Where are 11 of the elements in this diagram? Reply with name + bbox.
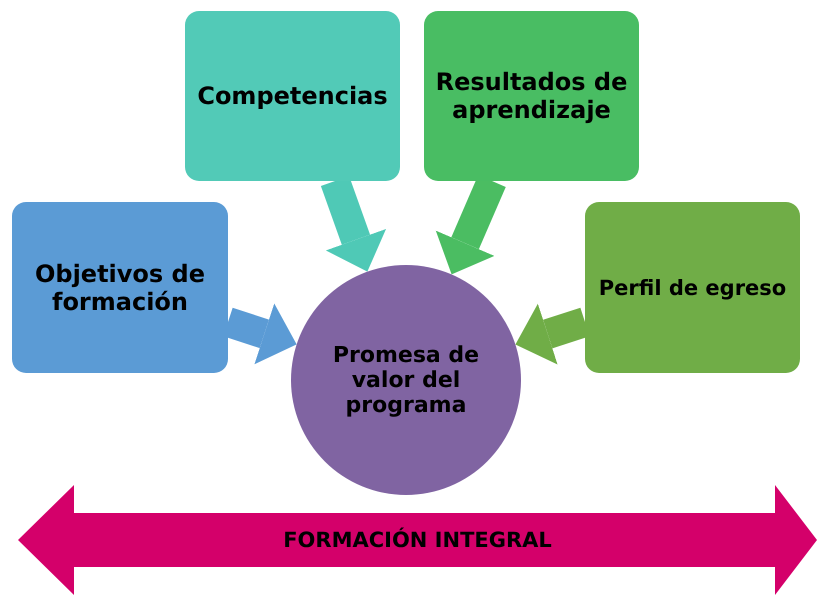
- node-label: Competencias: [197, 82, 388, 110]
- node-label: Perfil de egreso: [598, 276, 786, 300]
- process-box: [585, 202, 800, 373]
- double-arrow-band: [18, 485, 817, 595]
- node-label: Objetivos de formación: [34, 260, 206, 316]
- node-label: FORMACIÓN INTEGRAL: [283, 528, 552, 552]
- process-box: [185, 11, 400, 181]
- node-label: Promesa de valor del programa: [332, 342, 480, 418]
- process-box: [424, 11, 639, 181]
- process-box: [12, 202, 228, 373]
- node-label: Resultados de aprendizaje: [434, 68, 628, 124]
